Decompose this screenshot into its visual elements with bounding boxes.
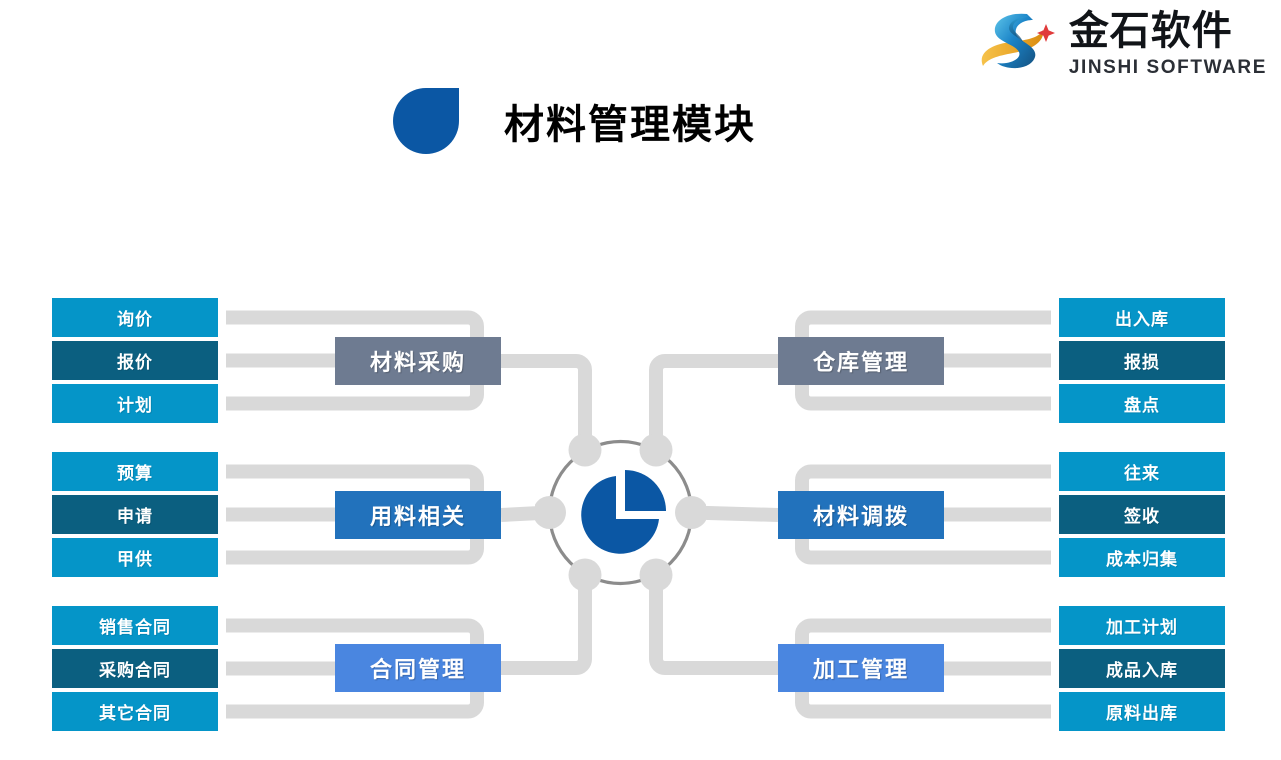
- pie-chart-icon: [581, 470, 666, 554]
- leaf-chip-processing-management-0[interactable]: 加工计划: [1059, 606, 1225, 645]
- leaf-chip-material-purchase-0[interactable]: 询价: [52, 298, 218, 337]
- leaf-chip-material-transfer-2[interactable]: 成本归集: [1059, 538, 1225, 577]
- leaf-chip-material-transfer-0[interactable]: 往来: [1059, 452, 1225, 491]
- leaf-chip-warehouse-management-2[interactable]: 盘点: [1059, 384, 1225, 423]
- hub-node-left: [535, 496, 566, 529]
- leaf-chip-material-usage-2[interactable]: 甲供: [52, 538, 218, 577]
- leaf-chip-contract-management-0[interactable]: 销售合同: [52, 606, 218, 645]
- module-box-processing-management[interactable]: 加工管理: [778, 644, 944, 692]
- jinshi-swoosh-logo-icon: [981, 13, 1055, 69]
- leaf-chip-warehouse-management-1[interactable]: 报损: [1059, 341, 1225, 380]
- leaf-chip-contract-management-2[interactable]: 其它合同: [52, 692, 218, 731]
- module-box-contract-management[interactable]: 合同管理: [335, 644, 501, 692]
- leaf-chip-warehouse-management-0[interactable]: 出入库: [1059, 298, 1225, 337]
- hub-node-bottom-left: [568, 558, 602, 592]
- leaf-chip-contract-management-1[interactable]: 采购合同: [52, 649, 218, 688]
- hub-node-top-right: [639, 433, 673, 467]
- brand-text: 金石软件 JINSHI SOFTWARE: [1069, 11, 1267, 77]
- module-box-material-usage[interactable]: 用料相关: [335, 491, 501, 539]
- leaf-chip-material-usage-0[interactable]: 预算: [52, 452, 218, 491]
- page-title: 材料管理模块: [393, 88, 756, 154]
- hub-node-right: [675, 496, 706, 529]
- leaf-chip-processing-management-1[interactable]: 成品入库: [1059, 649, 1225, 688]
- leaf-chip-material-transfer-1[interactable]: 签收: [1059, 495, 1225, 534]
- brand-logo: 金石软件 JINSHI SOFTWARE: [973, 8, 1267, 80]
- module-box-material-purchase[interactable]: 材料采购: [335, 337, 501, 385]
- brand-name-en: JINSHI SOFTWARE: [1068, 57, 1267, 78]
- hub-node-top-left: [568, 433, 602, 467]
- hub-nodes: [535, 433, 706, 592]
- brand-name-cn: 金石软件: [1068, 8, 1233, 54]
- module-box-warehouse-management[interactable]: 仓库管理: [778, 337, 944, 385]
- module-box-material-transfer[interactable]: 材料调拨: [778, 491, 944, 539]
- leaf-chip-material-usage-1[interactable]: 申请: [52, 495, 218, 534]
- leaf-chip-material-purchase-1[interactable]: 报价: [52, 341, 218, 380]
- material-management-hub: [535, 427, 706, 598]
- hub-ring: [547, 439, 694, 586]
- page-title-text: 材料管理模块: [504, 102, 756, 148]
- leaf-chip-material-purchase-2[interactable]: 计划: [52, 384, 218, 423]
- blue-droplet-icon: [393, 88, 459, 154]
- hub-node-bottom-right: [639, 558, 673, 592]
- leaf-chip-processing-management-2[interactable]: 原料出库: [1059, 692, 1225, 731]
